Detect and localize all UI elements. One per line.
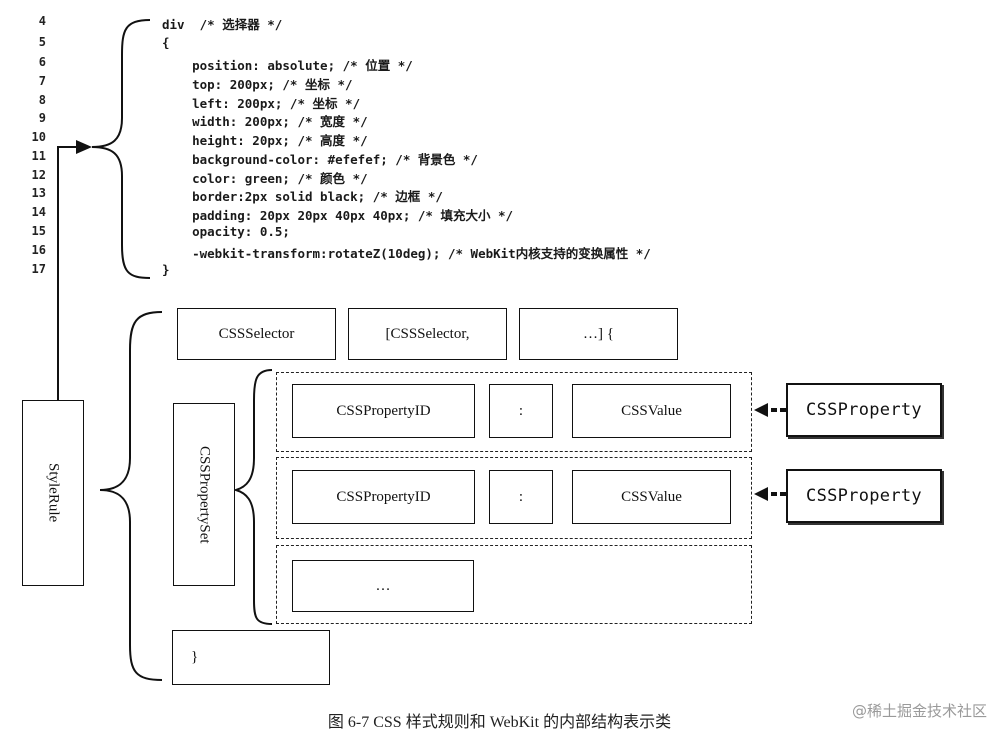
line-number: 12 bbox=[31, 168, 46, 182]
css-value-box: CSSValue bbox=[572, 470, 731, 524]
line-number: 7 bbox=[38, 74, 46, 88]
styleRule-connector bbox=[57, 146, 80, 400]
css-property-id-box: CSSPropertyID bbox=[292, 384, 475, 438]
style-rule-box: StyleRule bbox=[22, 400, 84, 586]
line-number: 4 bbox=[38, 14, 46, 28]
code-line: div /* 选择器 */ bbox=[162, 17, 283, 32]
code-line: top: 200px; /* 坐标 */ bbox=[162, 77, 353, 92]
css-value-box: CSSValue bbox=[572, 384, 731, 438]
property-container-1 bbox=[276, 372, 752, 452]
line-number: 14 bbox=[31, 205, 46, 219]
colon-box: : bbox=[489, 470, 553, 524]
css-property-set-box: CSSPropertySet bbox=[173, 403, 235, 586]
code-line: } bbox=[162, 262, 170, 277]
propertyset-brace bbox=[232, 369, 273, 625]
property-container-3 bbox=[276, 545, 752, 624]
ellipsis-box: … bbox=[292, 560, 474, 612]
css-property-id-box: CSSPropertyID bbox=[292, 470, 475, 524]
connector-arrowhead bbox=[76, 140, 92, 154]
css-property-box: CSSProperty bbox=[786, 469, 942, 523]
rule-brace bbox=[99, 311, 163, 681]
line-number: 17 bbox=[31, 262, 46, 276]
code-line: padding: 20px 20px 40px 40px; /* 填充大小 */ bbox=[162, 208, 514, 223]
code-line: color: green; /* 颜色 */ bbox=[162, 171, 368, 186]
figure-caption: 图 6-7 CSS 样式规则和 WebKit 的内部结构表示类 bbox=[327, 714, 672, 731]
line-number: 11 bbox=[31, 149, 46, 163]
code-brace bbox=[91, 19, 151, 279]
property-arrowhead-1 bbox=[754, 403, 768, 417]
line-number: 9 bbox=[38, 111, 46, 125]
code-line: background-color: #efefef; /* 背景色 */ bbox=[162, 152, 478, 167]
colon-box: : bbox=[489, 384, 553, 438]
property-arrowhead-2 bbox=[754, 487, 768, 501]
code-line: left: 200px; /* 坐标 */ bbox=[162, 96, 361, 111]
property-container-2 bbox=[276, 457, 752, 539]
code-line: border:2px solid black; /* 边框 */ bbox=[162, 189, 443, 204]
css-property-box: CSSProperty bbox=[786, 383, 942, 437]
css-selector-list-box: [CSSSelector, bbox=[348, 308, 507, 360]
css-selector-continuation-box: …] { bbox=[519, 308, 678, 360]
watermark: @稀土掘金技术社区 bbox=[851, 702, 987, 720]
css-selector-box: CSSSelector bbox=[177, 308, 336, 360]
line-number: 6 bbox=[38, 55, 46, 69]
line-number: 8 bbox=[38, 93, 46, 107]
line-number: 13 bbox=[31, 186, 46, 200]
close-brace-box: } bbox=[172, 630, 330, 685]
line-number: 10 bbox=[31, 130, 46, 144]
code-line: height: 20px; /* 高度 */ bbox=[162, 133, 368, 148]
code-line: -webkit-transform:rotateZ(10deg); /* Web… bbox=[162, 246, 651, 261]
code-line: { bbox=[162, 35, 170, 50]
code-line: position: absolute; /* 位置 */ bbox=[162, 58, 413, 73]
line-number: 5 bbox=[38, 35, 46, 49]
line-number: 15 bbox=[31, 224, 46, 238]
code-line: width: 200px; /* 宽度 */ bbox=[162, 114, 368, 129]
code-line: opacity: 0.5; bbox=[162, 224, 290, 239]
line-number: 16 bbox=[31, 243, 46, 257]
